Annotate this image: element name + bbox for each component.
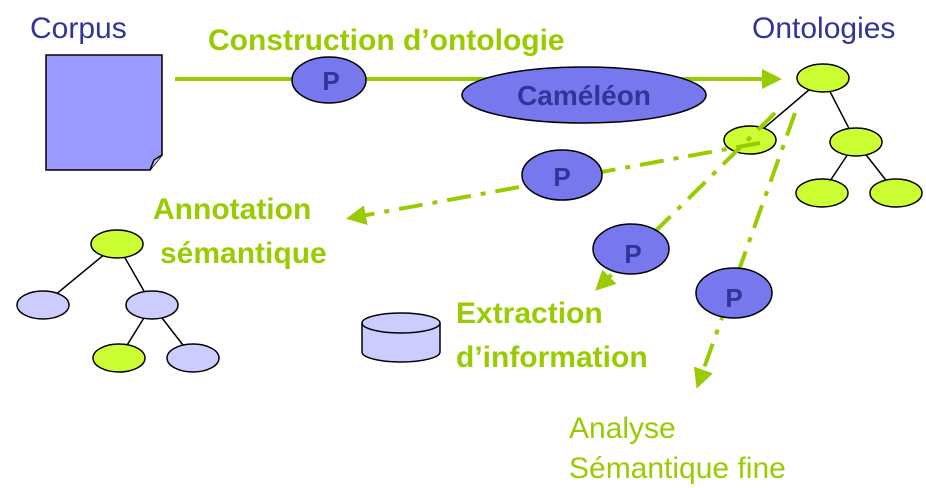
process-node-extraction: P <box>592 223 670 275</box>
corpus-document-icon <box>45 54 163 171</box>
annotation-label-line1: Annotation <box>153 193 311 226</box>
svg-text:P: P <box>322 66 339 96</box>
svg-text:P: P <box>553 162 570 192</box>
ontology-tree-icon <box>723 63 923 208</box>
cameleon-tool-node: Caméléon <box>461 66 707 124</box>
extraction-label-line2: d’information <box>456 341 648 374</box>
extraction-label-line1: Extraction <box>456 297 603 330</box>
annotation-tree-icon <box>16 229 220 373</box>
analyse-label-line2: Sémantique fine <box>569 452 786 485</box>
process-node-analyse: P <box>695 267 773 319</box>
svg-text:Caméléon: Caméléon <box>517 80 651 111</box>
process-node-construction: P <box>291 56 367 104</box>
corpus-label: Corpus <box>30 12 127 45</box>
process-node-annotation: P <box>521 149 603 201</box>
ontologies-label: Ontologies <box>752 12 895 45</box>
construction-label: Construction d’ontologie <box>208 24 565 57</box>
annotation-label-line2: sémantique <box>160 237 327 270</box>
database-icon <box>361 312 441 363</box>
svg-text:P: P <box>725 283 742 313</box>
analyse-label-line1: Analyse <box>569 412 676 445</box>
svg-text:P: P <box>624 239 641 269</box>
